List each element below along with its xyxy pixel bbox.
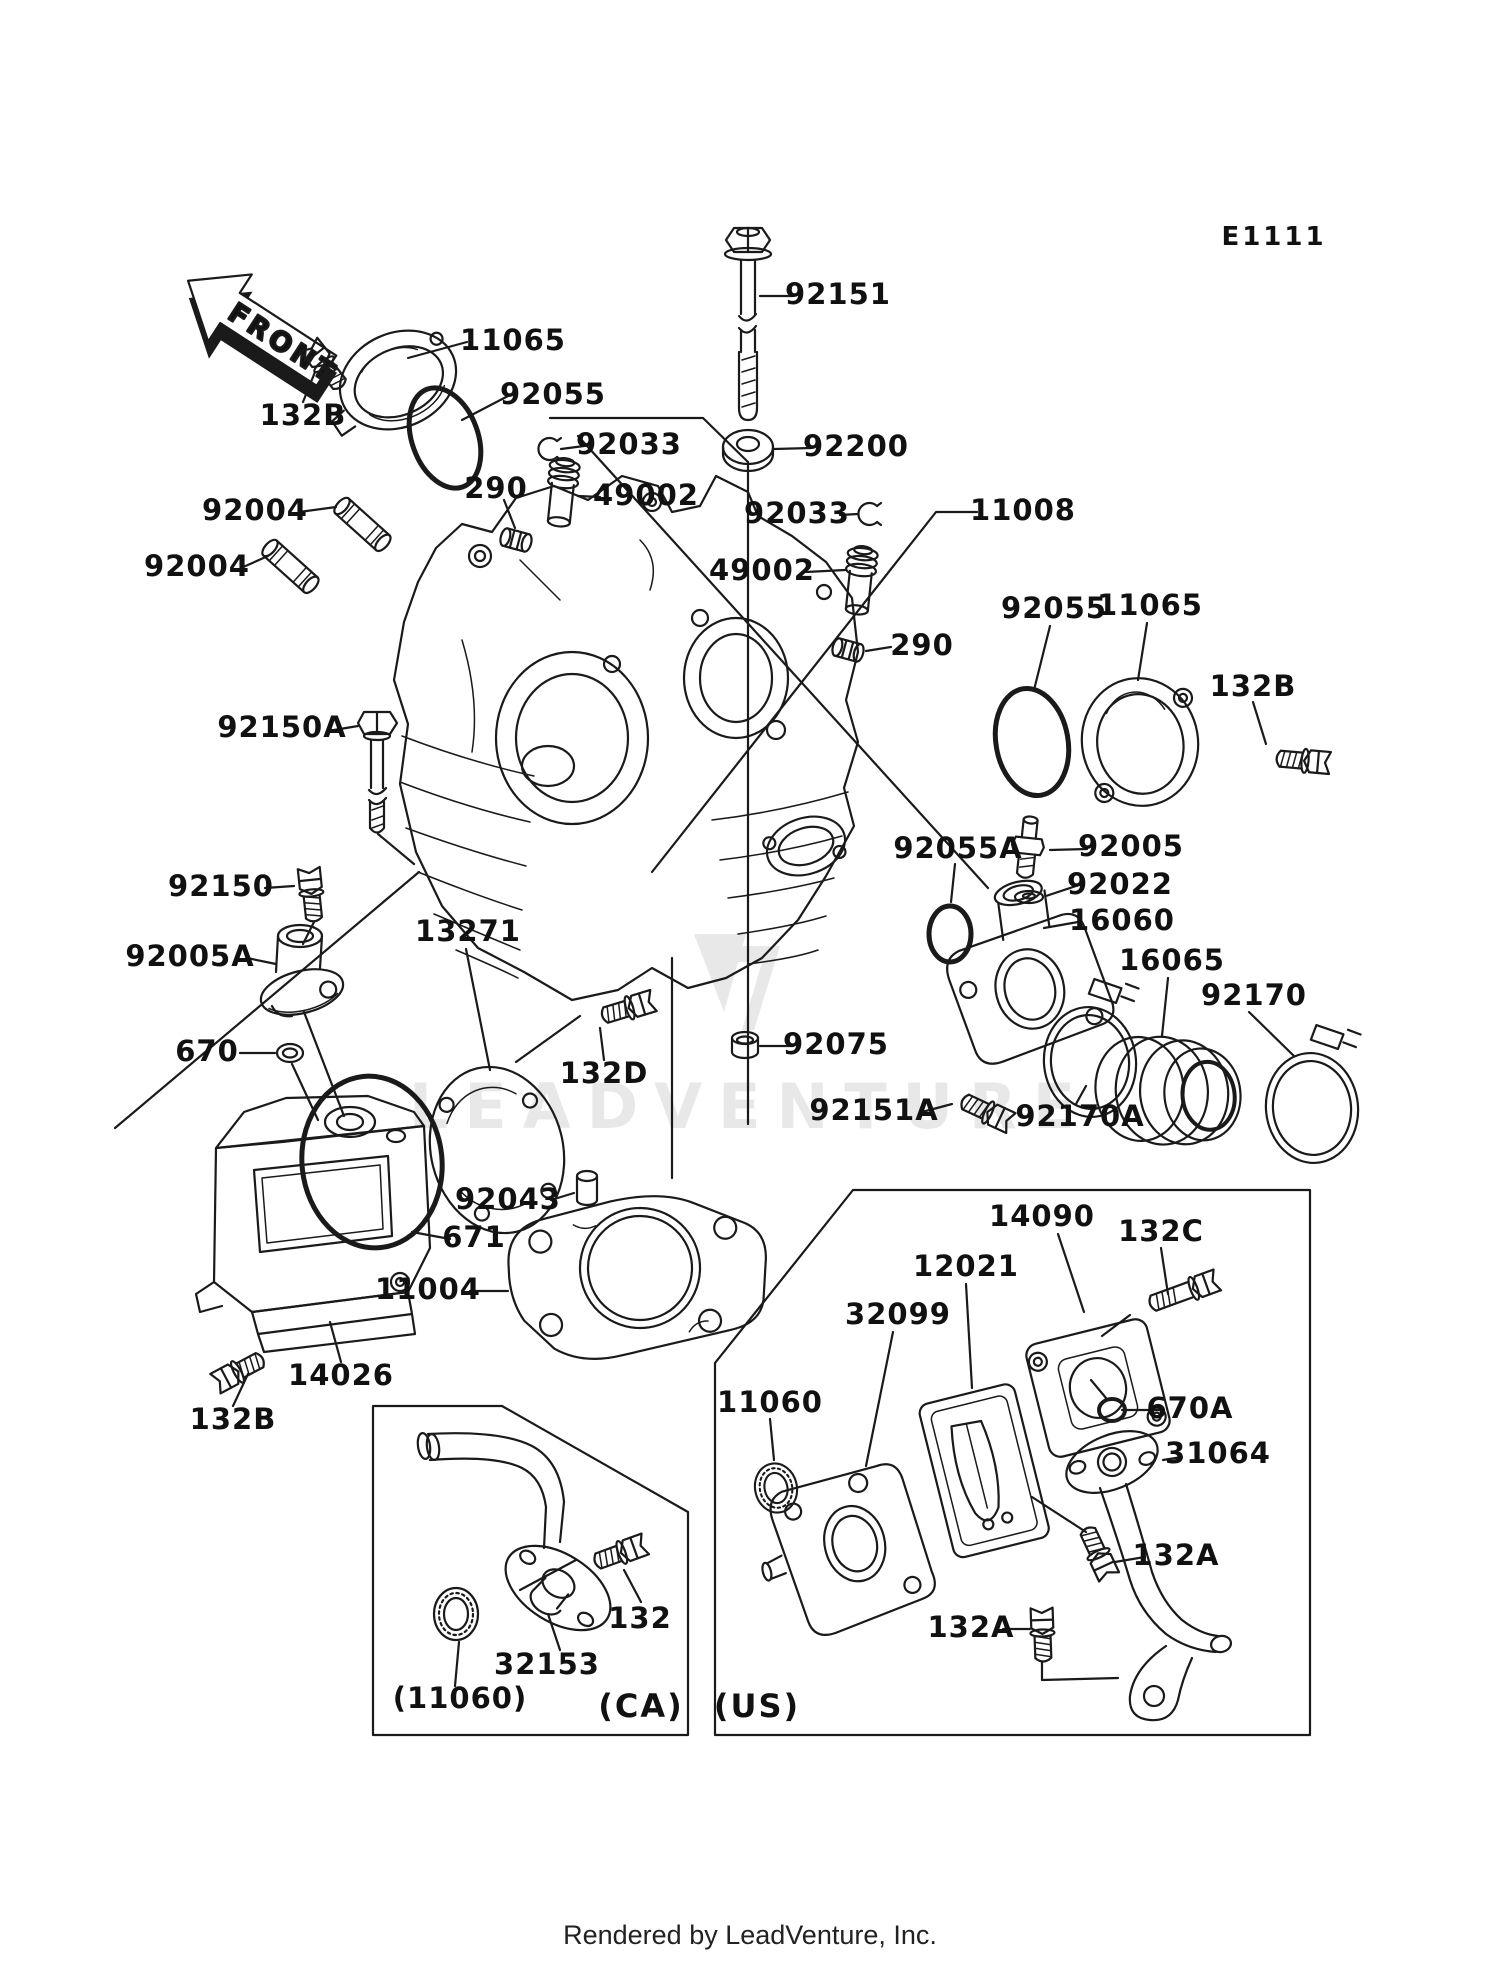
part-label-92004: 92004 (202, 493, 308, 527)
dowel-92043 (575, 1169, 599, 1207)
part-label-11060: 11060 (717, 1385, 823, 1419)
washer-92022 (1013, 889, 1045, 905)
leader-lines (113, 294, 1296, 1688)
sensor-92005 (1010, 815, 1045, 879)
part-label-92150A: 92150A (217, 710, 346, 744)
intake-duct-16065 (1094, 1035, 1242, 1146)
part-label-11065: 11065 (1097, 588, 1203, 622)
part-label-671: 671 (442, 1220, 506, 1254)
bolt-92150A (356, 710, 399, 834)
part-label-92055: 92055 (1001, 591, 1107, 625)
part-label-92033: 92033 (744, 496, 850, 530)
part-label-92075: 92075 (783, 1027, 889, 1061)
part-label-670: 670 (175, 1034, 239, 1068)
oring-92055A (926, 903, 974, 965)
oring-92055-left (406, 385, 484, 491)
tappet-cover-11065-right (1080, 677, 1200, 807)
part-label-92043: 92043 (455, 1182, 561, 1216)
part-label-92033: 92033 (576, 427, 682, 461)
watermark-text: LEADVENTURE (409, 1070, 1091, 1143)
part-label-92151: 92151 (785, 277, 891, 311)
part-label-16065: 16065 (1119, 943, 1225, 977)
part-label-49002: 49002 (593, 478, 699, 512)
plate-13271 (428, 1065, 566, 1235)
us-region-box (713, 1188, 1312, 1737)
valve-cover-14026 (194, 1094, 432, 1354)
part-label-92005A: 92005A (125, 939, 254, 973)
part-label-92150: 92150 (168, 869, 274, 903)
watermark-logo-icon (726, 946, 780, 1030)
part-label-92170: 92170 (1201, 978, 1307, 1012)
oil-pipe-31064 (1065, 1430, 1233, 1722)
part-label-132A: 132A (928, 1610, 1015, 1644)
part-label-132A: 132A (1133, 1538, 1220, 1572)
region-label-ca: (CA) (598, 1687, 684, 1725)
oring-671 (299, 1073, 445, 1251)
part-label-92055A: 92055A (893, 831, 1022, 865)
bolt-92151 (723, 226, 773, 422)
part-label-92151A: 92151A (809, 1093, 938, 1127)
carb-holder-32099 (761, 1463, 936, 1636)
part-label-12021: 12021 (913, 1249, 1019, 1283)
part-label-132D: 132D (560, 1056, 649, 1090)
part-label-32153: 32153 (494, 1647, 600, 1681)
part-label-49002: 49002 (709, 553, 815, 587)
part-label-92004: 92004 (144, 549, 250, 583)
head-gasket-11004 (507, 1195, 767, 1360)
fitting-92005A (259, 923, 345, 1018)
oring-670 (275, 1042, 305, 1064)
watermark: LEADVENTURE (409, 934, 1091, 1143)
part-label-16060: 16060 (1069, 903, 1175, 937)
part-label-132B: 132B (260, 398, 347, 432)
part-label-11008: 11008 (970, 493, 1076, 527)
part-label-132C: 132C (1118, 1214, 1204, 1248)
tappet-cover-11065-left (331, 329, 458, 437)
part-label-92005: 92005 (1078, 829, 1184, 863)
part-label-132B: 132B (1210, 669, 1297, 703)
ca-region-box (371, 1404, 690, 1737)
part-label-92022: 92022 (1067, 867, 1173, 901)
cap-92075 (730, 1030, 760, 1060)
part-label-670A: 670A (1147, 1391, 1234, 1425)
part-label-13271: 13271 (415, 914, 521, 948)
part-label-132B: 132B (190, 1402, 277, 1436)
part-label-290: 290 (890, 628, 954, 662)
part-label-132: 132 (608, 1601, 672, 1635)
carb-holder-16060 (946, 879, 1115, 1065)
part-label-11004: 11004 (375, 1272, 481, 1306)
part-label-92170A: 92170A (1015, 1099, 1144, 1133)
diagram-code: E1111 (1221, 222, 1326, 252)
footer-credit: Rendered by LeadVenture, Inc. (563, 1920, 937, 1950)
part-label-11065: 11065 (460, 323, 566, 357)
part-label-14090: 14090 (989, 1199, 1095, 1233)
reed-valve-12021 (918, 1383, 1050, 1559)
cylinder-head-11008 (392, 474, 860, 1002)
part-label-32099: 32099 (845, 1297, 951, 1331)
part-label-31064: 31064 (1165, 1436, 1271, 1470)
part-label-14026: 14026 (288, 1358, 394, 1392)
part-label-11060: (11060) (393, 1681, 527, 1715)
insulator-14090 (1025, 1318, 1171, 1458)
region-label-us: (US) (714, 1687, 800, 1725)
part-label-92055: 92055 (500, 377, 606, 411)
part-label-290: 290 (464, 471, 528, 505)
part-label-92200: 92200 (803, 429, 909, 463)
